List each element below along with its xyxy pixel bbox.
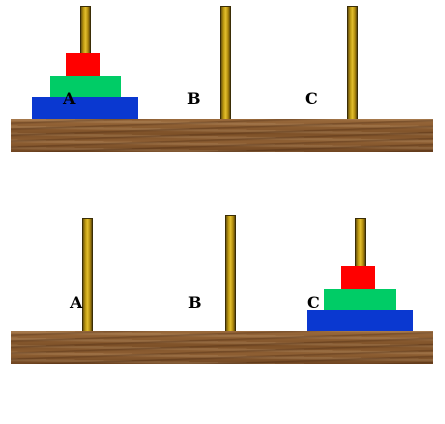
peg-label-b: B xyxy=(188,293,202,312)
peg-label-b: B xyxy=(187,89,201,108)
peg-label-a: A xyxy=(70,293,83,312)
hanoi-state-final: A B C xyxy=(0,212,445,382)
peg-a[interactable] xyxy=(82,218,93,332)
hanoi-state-initial: A B C xyxy=(0,0,445,170)
peg-label-c: C xyxy=(307,293,320,312)
disk-large[interactable] xyxy=(32,97,138,119)
peg-c[interactable] xyxy=(347,6,358,120)
disk-large[interactable] xyxy=(307,310,413,331)
disk-small[interactable] xyxy=(66,53,100,76)
peg-b[interactable] xyxy=(225,215,236,332)
base-board xyxy=(11,331,433,364)
peg-label-a: A xyxy=(63,89,76,108)
peg-b[interactable] xyxy=(220,6,231,120)
base-board xyxy=(11,119,433,152)
disk-small[interactable] xyxy=(341,266,375,289)
disk-medium[interactable] xyxy=(50,76,121,97)
disk-medium[interactable] xyxy=(324,289,396,310)
peg-label-c: C xyxy=(305,89,318,108)
